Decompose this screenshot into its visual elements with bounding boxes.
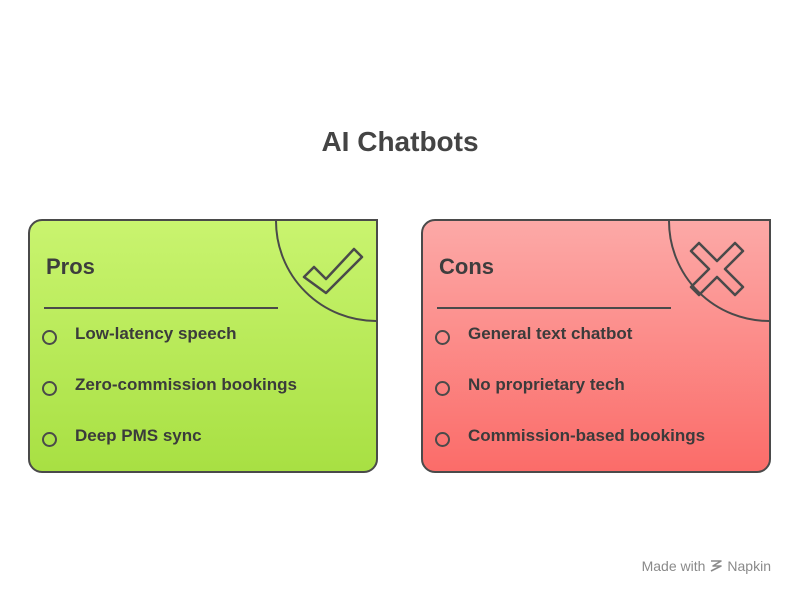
pros-card: Pros Low-latency speech Zero-commission …	[28, 219, 378, 473]
pros-heading: Pros	[46, 254, 95, 279]
cross-icon	[668, 221, 769, 322]
napkin-brand-label: Napkin	[727, 558, 771, 574]
bullet-icon	[435, 381, 450, 396]
cons-card: Cons General text chatbot No proprietary…	[421, 219, 771, 473]
bullet-icon	[42, 381, 57, 396]
checkmark-icon	[275, 221, 376, 322]
pros-item-label: Zero-commission bookings	[75, 375, 297, 394]
cons-item-label: General text chatbot	[468, 324, 633, 343]
napkin-logo-icon	[711, 560, 723, 572]
bullet-icon	[42, 330, 57, 345]
napkin-watermark[interactable]: Made with Napkin	[642, 558, 771, 574]
cons-item-label: Commission-based bookings	[468, 426, 706, 445]
cons-item-label: No proprietary tech	[468, 375, 625, 394]
diagram-title: AI Chatbots	[321, 126, 479, 157]
bullet-icon	[435, 432, 450, 447]
pros-item-label: Low-latency speech	[75, 324, 237, 343]
bullet-icon	[435, 330, 450, 345]
cons-heading: Cons	[439, 254, 494, 279]
cons-divider	[437, 307, 671, 309]
pros-divider	[44, 307, 278, 309]
made-with-label: Made with	[641, 558, 706, 574]
bullet-icon	[42, 432, 57, 447]
pros-item-label: Deep PMS sync	[75, 426, 202, 445]
